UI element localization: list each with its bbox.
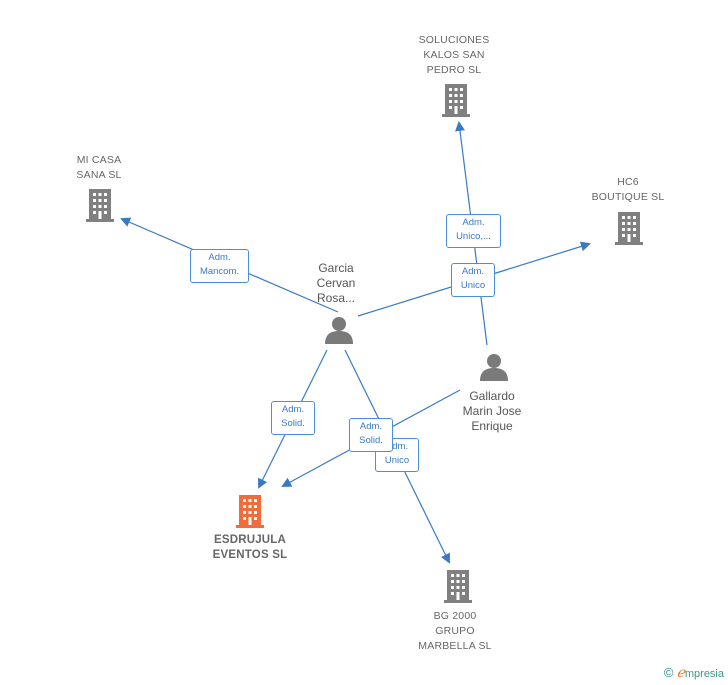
edge-label-adm-unico-dots: Adm. Unico,...: [446, 214, 501, 248]
brand-watermark: © ℯmpresia: [664, 665, 724, 681]
building-icon: [442, 84, 470, 117]
building-icon: [444, 570, 472, 603]
person-icon: [480, 354, 508, 381]
person-label-garcia[interactable]: Garcia Cervan Rosa...: [316, 261, 356, 305]
person-icon: [325, 317, 353, 344]
edge-label-adm-unico: Adm. Unico: [451, 263, 495, 297]
company-label-mi-casa[interactable]: MI CASA SANA SL: [76, 154, 122, 181]
edge-label-adm-mancom: Adm. Mancom.: [190, 249, 249, 283]
building-icon: [86, 189, 114, 222]
brand-name: mpresia: [684, 668, 724, 680]
company-label-soluciones[interactable]: SOLUCIONES KALOS SAN PEDRO SL: [418, 34, 490, 76]
building-icon: [236, 495, 264, 528]
brand-e: ℯ: [676, 665, 685, 681]
company-label-esdrujula[interactable]: ESDRUJULA EVENTOS SL: [212, 534, 288, 561]
copyright-icon: ©: [663, 665, 674, 680]
company-label-hc6[interactable]: HC6 BOUTIQUE SL: [591, 176, 665, 203]
person-label-gallardo[interactable]: Gallardo Marin Jose Enrique: [462, 389, 522, 433]
edge-label-adm-solid-2: Adm. Solid.: [349, 418, 393, 452]
building-icon: [615, 212, 643, 245]
company-label-bg2000[interactable]: BG 2000 GRUPO MARBELLA SL: [418, 610, 492, 652]
edge-label-adm-solid-1: Adm. Solid.: [271, 401, 315, 435]
